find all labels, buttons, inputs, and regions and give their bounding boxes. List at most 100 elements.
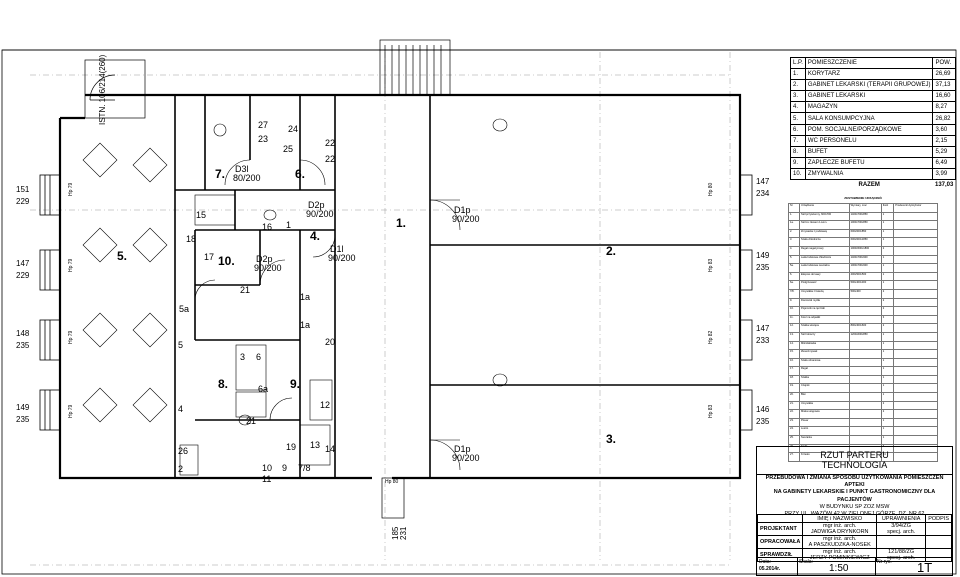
equipment-list: ZESTAWIENIE URZĄDZEŃ Nr Urządzenie Wymia… — [788, 196, 938, 462]
equipment-notes — [893, 409, 938, 419]
equipment-name: Lustro — [798, 426, 850, 437]
equipment-qty: 1 — [880, 280, 895, 290]
equipment-name: Stół przyścienny, 600x700 — [798, 211, 850, 222]
kitchen-equipment — [179, 194, 333, 476]
equipment-number: 19 — [286, 442, 296, 452]
equipment-nr: 16. — [788, 357, 800, 368]
equipment-power: 600x600x1850 — [848, 237, 882, 247]
equipment-qty: 2 — [880, 297, 895, 308]
date-value: 05.2014r. — [759, 566, 781, 572]
title-block-footer: Data: 05.2014r. Skala: 1:50 Nr rys. 1T — [757, 557, 952, 576]
equipment-qty: 1 — [880, 340, 895, 351]
equipment-power — [848, 409, 882, 419]
room-label: 10. — [218, 254, 235, 268]
equipment-nr: 6. — [788, 271, 800, 282]
equipment-table: Nr Urządzenie Wymiary, moc Ilość Produce… — [788, 203, 938, 462]
equipment-name: Podgrzewacz — [798, 280, 850, 290]
equipment-nr: 27. — [788, 452, 800, 462]
equipment-notes — [893, 349, 938, 359]
equipment-name: Zlewozmywak — [798, 349, 850, 359]
window-dim-top: 147 — [756, 177, 770, 186]
role-person: mgr inż. arch.JERZY POMINKIEWICZ — [802, 548, 878, 562]
date-cell: Data: 05.2014r. — [757, 558, 798, 576]
equipment-name: Stół roboczy — [798, 331, 850, 342]
equipment-number: 10 — [262, 463, 272, 473]
equipment-name: Szafka wisząca — [798, 323, 850, 333]
window-bays — [39, 174, 753, 431]
equipment-power: 1400x700x900 — [848, 254, 882, 265]
sheet-subtitle: TECHNOLOGIA — [821, 460, 888, 470]
permit-spec: specj. arch. — [887, 529, 916, 535]
person-title: mgr inż. arch. — [823, 523, 857, 529]
room-name: MAGAZYN — [804, 101, 934, 114]
equipment-power — [848, 392, 882, 402]
equipment-nr: 10. — [788, 306, 800, 316]
equipment-notes — [893, 435, 938, 445]
equipment-nr: 9. — [788, 297, 800, 308]
equipment-name: Pisuar — [798, 417, 850, 428]
room-area: 37,13 — [932, 79, 956, 92]
equipment-notes — [893, 400, 938, 411]
role-signature — [925, 522, 952, 536]
equipment-list-title: ZESTAWIENIE URZĄDZEŃ — [844, 196, 882, 200]
equipment-nr: 15. — [788, 349, 800, 359]
equipment-nr: 4. — [788, 245, 800, 256]
equipment-notes — [893, 374, 938, 385]
equipment-number: 5a — [179, 304, 189, 314]
equipment-qty: 1 — [880, 426, 895, 437]
equipment-notes — [893, 254, 938, 265]
room-label: 3. — [606, 432, 616, 446]
equipment-qty: 1 — [880, 374, 895, 385]
room-name: ZMYWALNIA — [804, 167, 934, 181]
window-dim-top: 147 — [16, 259, 30, 268]
sheet-no-value: 1T — [917, 560, 933, 575]
room-row: 2.GABINET LEKARSKI (TERAPII GRUPOWEJ)37,… — [790, 79, 956, 92]
equipment-notes — [893, 280, 938, 290]
title-block-heading: RZUT PARTERU TECHNOLOGIA — [757, 447, 952, 473]
equipment-number: 15 — [196, 210, 206, 220]
equipment-notes — [893, 323, 938, 333]
person-name: JADWIGA DRYNKORN — [810, 529, 869, 535]
equipment-power — [848, 383, 882, 394]
equipment-notes — [893, 271, 938, 282]
window-dim-bottom: 235 — [756, 263, 770, 272]
equipment-nr: 1a. — [788, 220, 800, 230]
interior-walls — [174, 95, 740, 478]
equipment-power: 1000x500x1800 — [848, 245, 882, 256]
room-lp: 8. — [790, 145, 806, 158]
equipment-name: Umywalka — [798, 400, 850, 411]
equipment-qty: 1 — [880, 228, 895, 239]
equipment-notes — [893, 263, 938, 273]
equipment-qty: 1 — [880, 211, 895, 222]
equipment-notes — [893, 331, 938, 342]
equipment-qty: 1 — [880, 366, 895, 376]
equipment-power — [848, 417, 882, 428]
hp-label: Hp 79 — [68, 330, 74, 344]
equipment-number: 1a — [300, 292, 310, 302]
equipment-notes — [893, 383, 938, 394]
equipment-name: Blat — [798, 392, 850, 402]
equipment-nr: 14. — [788, 340, 800, 351]
room-name: GABINET LEKARSKI (TERAPII GRUPOWEJ) — [804, 79, 934, 92]
scale-label: Skala: — [799, 559, 813, 565]
title-block: RZUT PARTERU TECHNOLOGIA PRZEBUDOWA I ZM… — [756, 446, 953, 576]
equipment-qty: 1 — [880, 237, 895, 247]
equipment-qty: 1 — [880, 383, 895, 394]
equipment-number: 6a — [258, 384, 268, 394]
equipment-name: Mikrofalówka — [798, 340, 850, 351]
